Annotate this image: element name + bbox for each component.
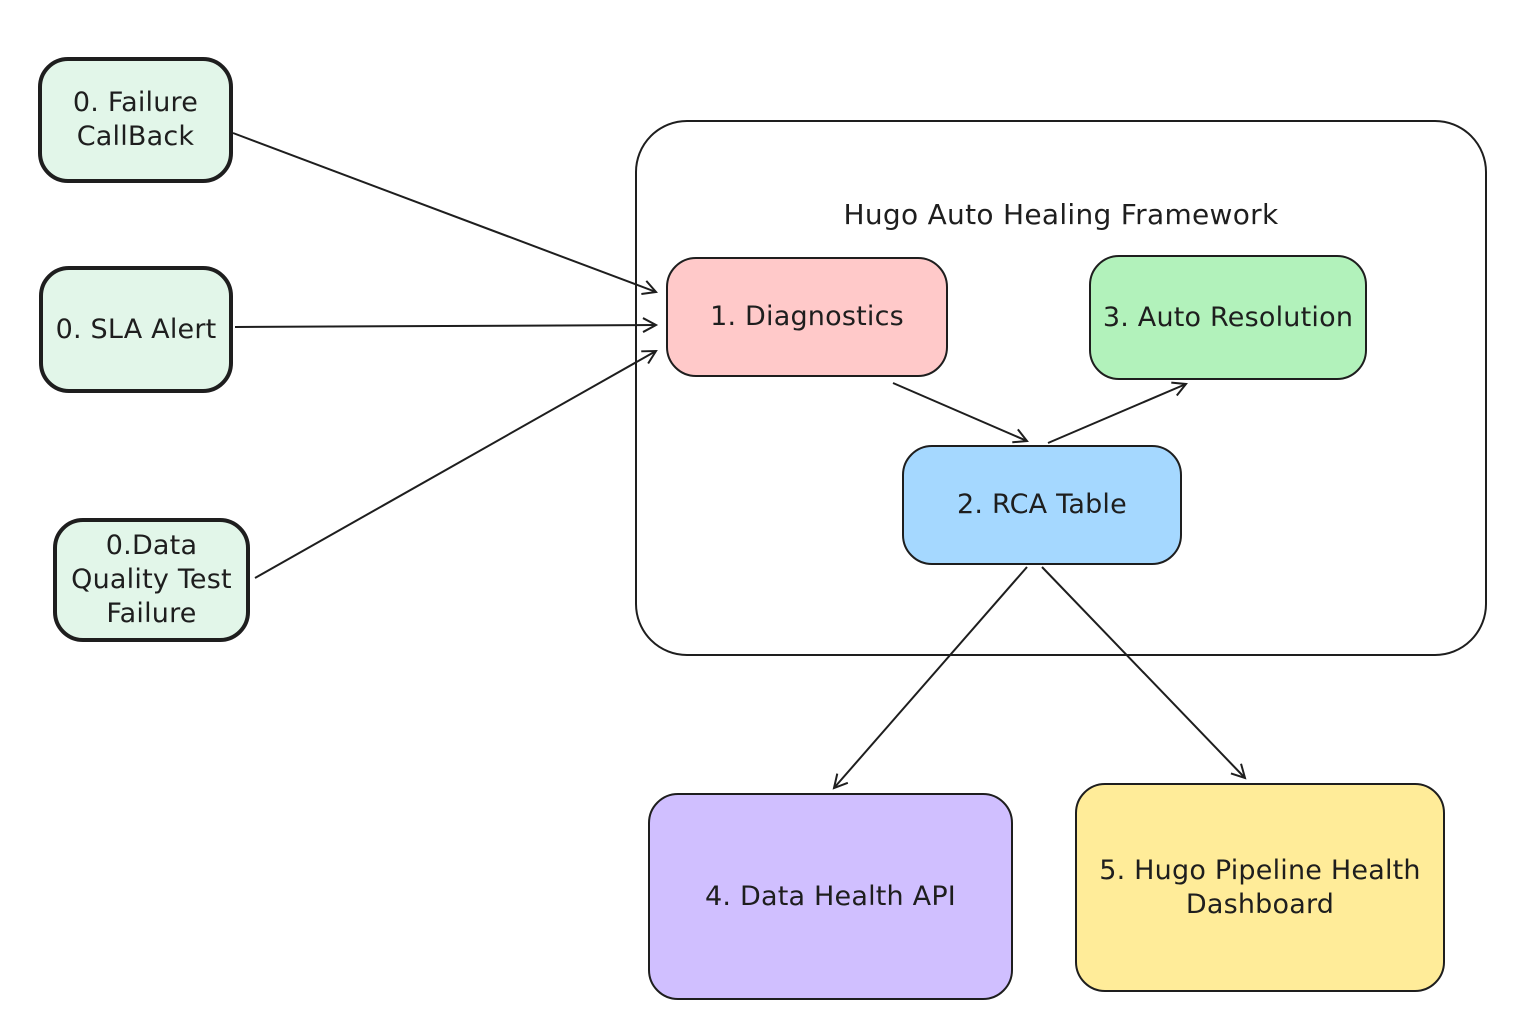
node-rca-table-label: 2. RCA Table [957,489,1127,521]
arrow-failure-callback-to-diagnostics [232,132,658,295]
node-auto-resolution-label: 3. Auto Resolution [1102,301,1354,333]
node-sla-alert: 0. SLA Alert [39,266,233,393]
node-hugo-pipeline-health-dashboard: 5. Hugo Pipeline Health Dashboard [1075,783,1445,992]
node-data-health-api: 4. Data Health API [648,793,1013,1000]
node-rca-table: 2. RCA Table [902,445,1182,565]
node-failure-callback-label: 0. Failure CallBack [72,87,199,152]
node-data-quality-test-failure-label: 0.Data Quality Test Failure [71,530,232,629]
node-data-health-api-label: 4. Data Health API [705,880,956,912]
node-diagnostics-label: 1. Diagnostics [710,301,904,333]
node-diagnostics: 1. Diagnostics [666,257,948,377]
arrow-sla-alert-to-diagnostics [234,317,659,333]
node-auto-resolution: 3. Auto Resolution [1089,255,1367,380]
framework-container: Hugo Auto Healing Framework [635,120,1487,656]
arrow-data-quality-to-diagnostics [254,349,658,579]
node-failure-callback: 0. Failure CallBack [38,57,233,183]
framework-title: Hugo Auto Healing Framework [843,198,1279,231]
node-hugo-pipeline-health-dashboard-label: 5. Hugo Pipeline Health Dashboard [1099,854,1421,920]
node-data-quality-test-failure: 0.Data Quality Test Failure [53,518,250,642]
node-sla-alert-label: 0. SLA Alert [55,313,217,345]
